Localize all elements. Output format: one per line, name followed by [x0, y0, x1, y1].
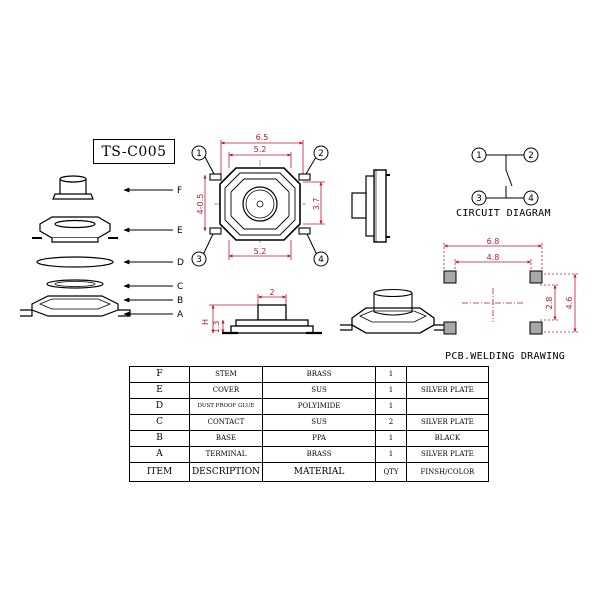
dim-bottom-width: 5.2: [254, 247, 267, 256]
description-cell: CONTACT: [189, 414, 263, 431]
exploded-view: [20, 175, 173, 317]
dim-base-height: 1.3: [212, 321, 221, 334]
finish-cell: [405, 398, 490, 415]
description-cell: BASE: [189, 430, 263, 447]
circuit-pin-1: 1: [476, 151, 482, 161]
material-cell: BRASS: [261, 366, 377, 383]
side-view: [351, 169, 390, 243]
material-cell: SUS: [261, 414, 377, 431]
part-contact: [46, 279, 104, 289]
circuit-pin-4: 4: [528, 194, 534, 204]
bill-of-materials-table: F STEM BRASS 1 E COVER SUS 1 SILVER PLAT…: [128, 366, 490, 482]
part-dust-glue: [36, 256, 114, 268]
dim-inner-width: 5.2: [254, 145, 267, 154]
table-row: D DUST PROOF GLUE POLYIMIDE 1: [128, 398, 490, 415]
dim-left-height: 4-0.5: [196, 194, 205, 215]
label-a: A: [177, 310, 184, 320]
table-row: E COVER SUS 1 SILVER PLATE: [128, 382, 490, 399]
table-row: C CONTACT SUS 2 SILVER PLATE: [128, 414, 490, 431]
finish-cell: SILVER PLATE: [405, 414, 490, 431]
qty-cell: 1: [375, 430, 407, 447]
exploded-labels: F E D C B A: [177, 186, 184, 320]
description-cell: TERMINAL: [189, 446, 263, 463]
part-cover: [32, 216, 118, 243]
table-row: A TERMINAL BRASS 1 SILVER PLATE: [128, 446, 490, 463]
table-row: B BASE PPA 1 BLACK: [128, 430, 490, 447]
item-cell: E: [128, 382, 191, 399]
part-base: [20, 295, 131, 317]
item-cell: B: [128, 430, 191, 447]
material-cell: PPA: [261, 430, 377, 447]
table-header-row: ITEM DESCRIPTION MATERIAL QTY FINSH/COLO…: [128, 462, 490, 482]
header-description: DESCRIPTION: [189, 462, 263, 482]
circuit-pin-3: 3: [476, 194, 482, 204]
dim-pcb-outer: 6.8: [487, 237, 500, 246]
qty-cell: 1: [375, 446, 407, 463]
header-finish: FINSH/COLOR: [405, 462, 490, 482]
finish-cell: SILVER PLATE: [405, 446, 490, 463]
label-c: C: [177, 282, 183, 292]
material-cell: BRASS: [261, 446, 377, 463]
top-view: 1 2 3 4 6.5 5.2 5.2 4-0.5 3.7: [191, 133, 329, 267]
dim-top-width: 6.5: [256, 133, 269, 142]
item-cell: F: [128, 366, 191, 383]
pcb-pad-1: [443, 270, 457, 284]
qty-cell: 1: [375, 366, 407, 383]
pin-3-label: 3: [196, 255, 202, 265]
material-cell: POLYIMIDE: [261, 398, 377, 415]
pcb-pad-2: [529, 270, 543, 284]
isometric-view: [340, 288, 447, 334]
qty-cell: 2: [375, 414, 407, 431]
qty-cell: 1: [375, 382, 407, 399]
finish-cell: SILVER PLATE: [405, 382, 490, 399]
label-arrows: [123, 187, 173, 317]
header-qty: QTY: [375, 462, 407, 482]
dim-h: H: [201, 319, 210, 325]
material-cell: SUS: [261, 382, 377, 399]
description-cell: STEM: [189, 366, 263, 383]
pin-1-label: 1: [196, 149, 202, 159]
pin-4-label: 4: [318, 255, 324, 265]
pin-2-label: 2: [318, 149, 324, 159]
pcb-pad-3: [443, 321, 457, 335]
front-view: 2 H 1.3: [201, 288, 322, 335]
item-cell: A: [128, 446, 191, 463]
item-cell: C: [128, 414, 191, 431]
label-d: D: [177, 258, 184, 268]
part-stem: [52, 175, 94, 200]
description-cell: DUST PROOF GLUE: [189, 398, 263, 415]
table-row: F STEM BRASS 1: [128, 366, 490, 383]
dim-stem-width: 2: [269, 288, 274, 297]
circuit-pin-2: 2: [528, 151, 534, 161]
pcb-drawing: 6.8 4.8 2.8 4.6: [443, 237, 580, 335]
dim-pcb-h-outer: 4.6: [565, 297, 574, 310]
dim-right-height: 3.7: [312, 198, 321, 211]
pcb-pad-4: [529, 321, 543, 335]
header-item: ITEM: [128, 462, 191, 482]
description-cell: COVER: [189, 382, 263, 399]
label-e: E: [177, 226, 183, 236]
finish-cell: BLACK: [405, 430, 490, 447]
circuit-caption: CIRCUIT DIAGRAM: [456, 208, 551, 219]
dim-pcb-inner: 4.8: [487, 253, 500, 262]
qty-cell: 1: [375, 398, 407, 415]
dim-pcb-h-inner: 2.8: [545, 297, 554, 310]
header-material: MATERIAL: [261, 462, 377, 482]
label-f: F: [177, 186, 182, 196]
finish-cell: [405, 366, 490, 383]
pcb-caption: PCB.WELDING DRAWING: [445, 351, 566, 362]
model-title: TS-C005: [93, 139, 175, 164]
label-b: B: [177, 296, 183, 306]
circuit-diagram: [471, 147, 539, 206]
item-cell: D: [128, 398, 191, 415]
